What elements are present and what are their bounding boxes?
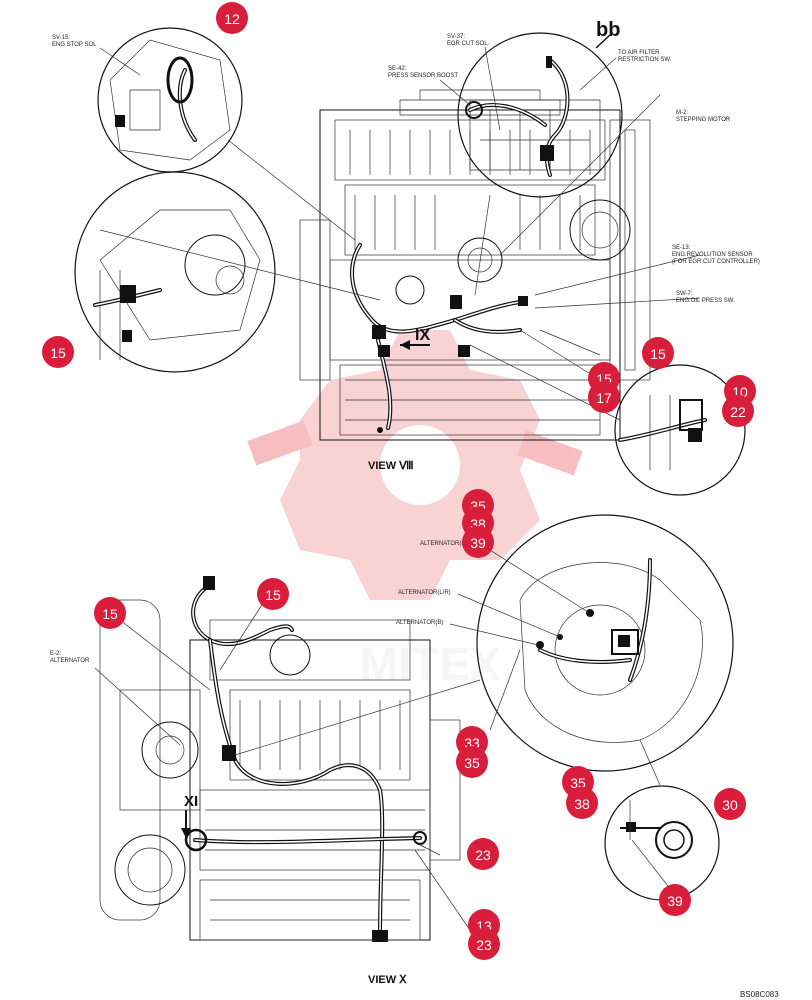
badge-22: 22 — [722, 395, 754, 427]
watermark-gear-logo — [247, 330, 583, 600]
detail-eng-stop-sol: SV-15: ENG STOP SOL — [52, 27, 243, 173]
label-sw7-name: ENG.OIL PRESS SW. — [676, 298, 735, 304]
badge-15-e-circle — [257, 578, 289, 610]
engine-bottom-view: XI — [99, 576, 461, 942]
badge-35-b-circle — [456, 746, 488, 778]
badge-22-label: 22 — [730, 404, 746, 420]
badge-15-e: 15 — [257, 578, 289, 610]
badge-23-a: 23 — [467, 838, 499, 870]
badge-39-a-label: 39 — [470, 535, 486, 551]
label-sv37-code: SV-37: — [447, 34, 465, 40]
badge-35-b: 35 — [456, 746, 488, 778]
badge-35-b-label: 35 — [464, 755, 480, 771]
view-marker-bb: bb — [596, 19, 620, 41]
label-sv15-code: SV-15: — [52, 35, 70, 41]
label-m2-name: STEPPING MOTOR — [676, 117, 731, 123]
badge-12: 12 — [216, 2, 248, 34]
label-se13-code: SE-13: — [672, 245, 691, 251]
badge-38-b: 38 — [566, 787, 598, 819]
badge-38-b-circle — [566, 787, 598, 819]
badge-17-circle — [588, 381, 620, 413]
badge-15-b-label: 15 — [650, 346, 666, 362]
label-sv15-name: ENG STOP SOL — [52, 42, 97, 48]
engine-top-view: IX — [299, 89, 651, 441]
label-alt-b: ALTERNATOR(B) — [396, 620, 443, 626]
drawing-code: BS08C083 — [740, 990, 779, 999]
badge-17-label: 17 — [596, 390, 612, 406]
badge-15-a-label: 15 — [50, 345, 66, 361]
badge-23-a-circle — [467, 838, 499, 870]
badge-17: 17 — [588, 381, 620, 413]
badge-15-d-circle — [94, 597, 126, 629]
badge-23-b: 23 — [468, 928, 500, 960]
badge-38-b-label: 38 — [574, 796, 590, 812]
badge-12-label: 12 — [224, 11, 240, 27]
badge-39-a: 39 — [462, 526, 494, 558]
detail-egr-cut-sol: SV-37: EGR CUT SOL. SE-42: PRESS SENSOR:… — [388, 19, 672, 198]
badge-15-b-circle — [642, 337, 674, 369]
leader-lines-top — [99, 94, 701, 421]
view-marker-ix: IX — [415, 327, 430, 344]
badge-23-b-circle — [468, 928, 500, 960]
badge-15-a: 15 — [42, 336, 74, 368]
badge-39-b: 39 — [659, 884, 691, 916]
label-m2-code: M-2: — [676, 110, 688, 116]
label-se42-name: PRESS SENSOR:BOOST — [388, 73, 458, 79]
badge-30: 30 — [714, 788, 746, 820]
label-e2-name: ALTERNATOR — [50, 658, 90, 664]
label-alt-lr: ALTERNATOR(L/R) — [398, 590, 451, 596]
badge-35-c-label: 35 — [570, 775, 586, 791]
badge-15-b: 15 — [642, 337, 674, 369]
badge-30-label: 30 — [722, 797, 738, 813]
detail-alternator: ALTERNATOR(E) ALTERNATOR(L/R) ALTERNATOR… — [396, 514, 734, 772]
label-air-filter-2: RESTRICTION SW. — [618, 57, 672, 63]
badge-15-a-circle — [42, 336, 74, 368]
label-sv37-name: EGR CUT SOL. — [447, 41, 490, 47]
badge-23-a-label: 23 — [475, 847, 491, 863]
label-e2-code: E-2: — [50, 651, 61, 657]
leader-lines-bottom — [94, 599, 669, 931]
caption-view-bottom: VIEW Ⅹ — [368, 974, 407, 986]
label-se13-note: (FOR EGR CUT CONTROLLER) — [672, 259, 760, 265]
label-alt-e: ALTERNATOR(E) — [420, 541, 467, 547]
view-marker-xi: XI — [184, 793, 198, 810]
badge-39-b-label: 39 — [667, 893, 683, 909]
detail-left-bracket — [74, 171, 276, 373]
badge-15-d: 15 — [94, 597, 126, 629]
badge-12-circle — [216, 2, 248, 34]
detail-clamp-30 — [604, 785, 720, 901]
label-se42-code: SE-42: — [388, 66, 407, 72]
badge-23-b-label: 23 — [476, 937, 492, 953]
caption-view-top: VIEW Ⅷ — [368, 460, 414, 472]
badge-30-circle — [714, 788, 746, 820]
badge-39-b-circle — [659, 884, 691, 916]
badge-15-d-label: 15 — [102, 606, 118, 622]
detail-clamp-right — [614, 364, 746, 496]
badge-22-circle — [722, 395, 754, 427]
label-se13-name: ENG.REVOLUTION SENSOR — [672, 252, 753, 258]
badge-39-a-circle — [462, 526, 494, 558]
badge-15-e-label: 15 — [265, 587, 281, 603]
label-sw7-code: SW-7: — [676, 291, 693, 297]
label-air-filter-1: TO AIR FILTER — [618, 50, 660, 56]
